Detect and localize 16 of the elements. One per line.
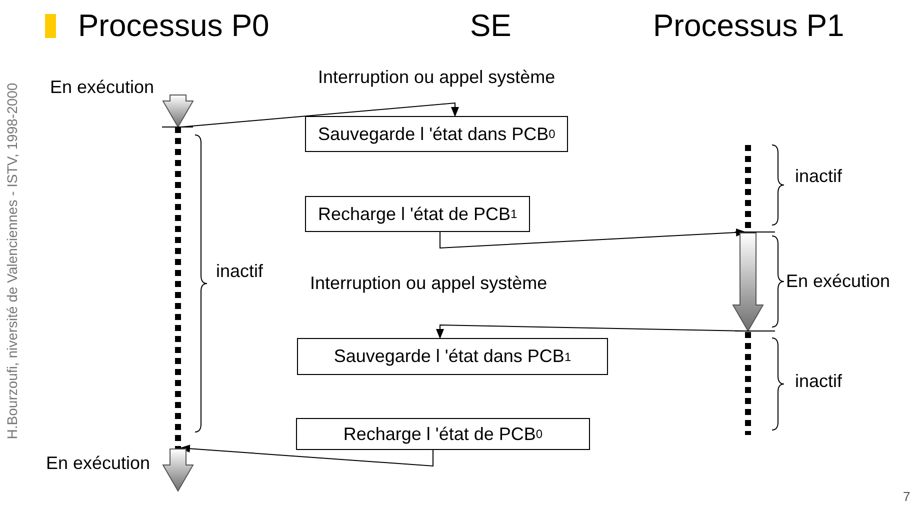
state-label: inactif xyxy=(795,165,842,187)
lifeline xyxy=(175,127,181,449)
edge-label: Interruption ou appel système xyxy=(318,66,556,88)
arrow xyxy=(440,228,746,249)
state-label: En exécution xyxy=(786,270,890,292)
heading: Processus P0 xyxy=(78,8,270,43)
state-label: En exécution xyxy=(50,76,154,98)
edge-label: Interruption ou appel système xyxy=(310,272,548,294)
state-label: inactif xyxy=(216,260,264,282)
arrow xyxy=(180,444,434,467)
heading: SE xyxy=(470,8,512,43)
heading: Processus P1 xyxy=(653,8,844,43)
credit-text: H.Bourzoufi, niversité de Valenciennes - ISTV, 1998-2000 xyxy=(3,82,21,442)
page-number: 7 xyxy=(903,488,910,505)
state-label: En exécution xyxy=(46,452,150,474)
state-label: inactif xyxy=(795,370,842,392)
